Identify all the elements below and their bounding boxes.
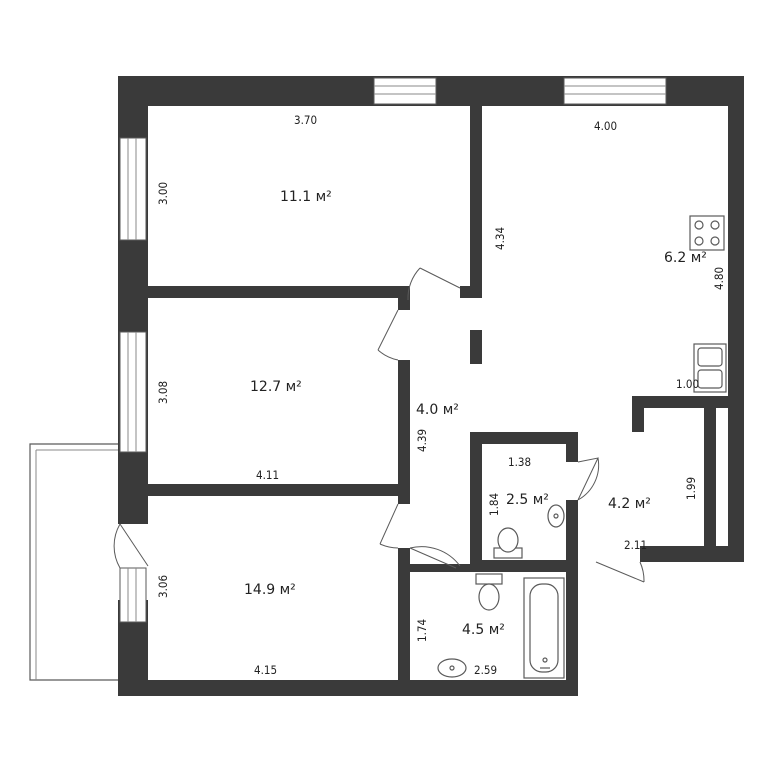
area-toilet: 2.5 м² [506, 492, 549, 508]
area-room-2: 12.7 м² [250, 379, 302, 395]
area-kitchen: 6.2 м² [664, 250, 707, 266]
wall-right [728, 76, 744, 562]
door-bath [409, 546, 461, 569]
wall-kitchen-hall [470, 330, 482, 364]
door-room3 [379, 503, 399, 549]
wall-right-bottom [640, 546, 744, 562]
doors [113, 267, 645, 583]
dim-room1-depth: 3.00 [156, 182, 170, 205]
dim-toilet-depth: 1.84 [487, 493, 501, 516]
door-balcony [113, 523, 149, 569]
dim-hall-length: 4.39 [415, 429, 429, 452]
area-hall: 4.0 м² [416, 402, 459, 418]
area-room-3: 14.9 м² [244, 582, 296, 598]
kitchen-sink-icon [693, 343, 727, 393]
wall-r1-kitchen [470, 106, 482, 296]
dim-bath-depth: 1.74 [415, 619, 429, 642]
wall-wc-bottom [470, 560, 578, 572]
dim-bath-width: 2.59 [474, 663, 497, 677]
dim-room1-width: 3.70 [294, 113, 317, 127]
wall-hall-left-1 [398, 286, 410, 310]
wall-r1-r2 [148, 286, 410, 298]
wall-hall-left-3 [398, 548, 410, 696]
walls [118, 76, 744, 696]
wall-r2-r3 [148, 484, 410, 496]
window-room3-left [119, 567, 147, 623]
wc-sink-icon [547, 504, 565, 528]
stove-icon [689, 215, 725, 251]
dim-kitchen-left: 4.34 [493, 227, 507, 250]
dim-room2-depth: 3.08 [156, 381, 170, 404]
door-room2 [377, 309, 399, 361]
area-corridor: 4.2 м² [608, 496, 651, 512]
wall-wc-top [470, 432, 578, 444]
dim-room2-width: 4.11 [256, 468, 279, 482]
dim-toilet-width: 1.38 [508, 455, 531, 469]
dim-kitchen-right: 4.80 [712, 267, 726, 290]
wall-bottom [118, 680, 576, 696]
wall-nook-top [632, 396, 728, 408]
dimension-labels: 3.70 3.00 3.08 4.11 3.06 4.15 4.00 4.34 … [156, 113, 726, 677]
fixtures [437, 215, 727, 679]
wall-hall-left-2 [398, 360, 410, 504]
wall-nook-left [632, 396, 644, 432]
windows [29, 77, 667, 681]
window-room2-left [119, 331, 147, 453]
window-kitchen-top [563, 77, 667, 105]
door-room1 [407, 267, 461, 301]
wall-bath-right [566, 548, 578, 696]
wall-wc-right-2 [566, 500, 578, 570]
balcony [29, 443, 118, 681]
toilet-icon [493, 527, 523, 559]
dim-corridor-depth: 1.99 [684, 477, 698, 500]
area-bathroom: 4.5 м² [462, 622, 505, 638]
window-room1-left [119, 137, 147, 241]
wall-kitchen-stub [460, 286, 482, 298]
window-room1-top [373, 77, 437, 105]
wall-bath-top [410, 564, 470, 572]
area-labels: 11.1 м² 12.7 м² 14.9 м² 6.2 м² 4.0 м² 4.… [244, 189, 707, 638]
dim-room3-depth: 3.06 [156, 575, 170, 598]
dim-kitchen-width: 4.00 [594, 119, 617, 133]
dim-kitchen-nook: 1.00 [676, 377, 699, 391]
area-room-1: 11.1 м² [280, 189, 332, 205]
wall-wc-left [470, 432, 482, 570]
bathtub-icon [523, 577, 565, 679]
door-toilet [577, 457, 600, 501]
dim-room3-width: 4.15 [254, 663, 277, 677]
bath-toilet-icon [475, 573, 503, 611]
wall-wc-right [566, 432, 578, 462]
bath-sink-icon [437, 658, 467, 678]
dim-corridor-width: 2.11 [624, 538, 647, 552]
door-entrance [595, 561, 645, 583]
wall-nook-inner [704, 408, 716, 548]
